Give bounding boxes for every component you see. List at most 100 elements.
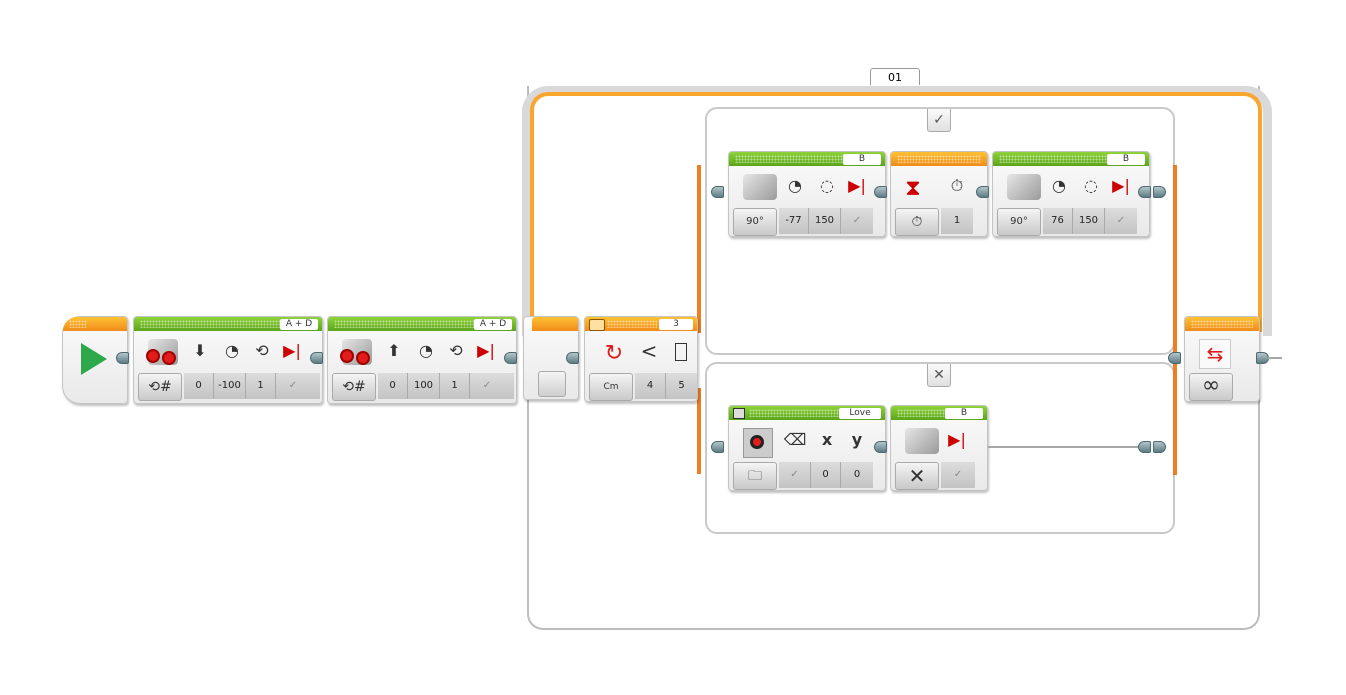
- param-row: ✓: [941, 462, 975, 488]
- brake-icon: ▶|: [477, 341, 495, 360]
- brake-icon: ▶|: [283, 341, 301, 360]
- mode-selector[interactable]: Cm: [589, 373, 633, 401]
- mode-selector[interactable]: ⏱: [895, 208, 939, 236]
- param-row: 0 100 1 ✓: [378, 373, 514, 399]
- param-row: ✓ 0 0: [779, 462, 873, 488]
- image-name-label[interactable]: Love: [839, 408, 881, 419]
- power-gauge-icon: ◔: [1052, 176, 1066, 195]
- off-mode-icon[interactable]: ✕: [895, 462, 939, 490]
- loop-end-block[interactable]: ⇆ ∞: [1184, 316, 1260, 402]
- switch-view-toggle-icon[interactable]: [589, 319, 605, 331]
- ultrasonic-sensor-compare-icon: ↻: [604, 341, 624, 366]
- eraser-icon: ⌫: [783, 430, 807, 449]
- degrees-icon: ◌: [1084, 176, 1098, 195]
- param-row: 0 -100 1 ✓: [184, 373, 320, 399]
- switch-block[interactable]: 3 ↻ < Cm 4 5: [584, 316, 698, 402]
- infinity-icon[interactable]: ∞: [1189, 373, 1233, 401]
- medium-motor-icon: [1007, 174, 1041, 200]
- mode-selector[interactable]: 90°: [997, 208, 1041, 236]
- steering-param[interactable]: 0: [378, 373, 408, 399]
- rotations-param[interactable]: 1: [440, 373, 470, 399]
- steering-param[interactable]: 0: [184, 373, 214, 399]
- brake-param[interactable]: ✓: [482, 380, 492, 391]
- mode-selector[interactable]: ⟲#: [332, 373, 376, 401]
- loop-counter-label[interactable]: 01: [870, 68, 920, 85]
- mode-selector[interactable]: ⟲#: [138, 373, 182, 401]
- param-row: 1: [941, 208, 973, 234]
- power-gauge-icon: ◔: [419, 341, 433, 360]
- y-coord-label: y: [851, 430, 863, 449]
- param-row: 4 5: [635, 373, 697, 399]
- brake-param[interactable]: ✓: [852, 215, 862, 226]
- medium-motor-off-block[interactable]: B ▶| ✕ ✓: [890, 405, 988, 491]
- x-param[interactable]: 0: [811, 462, 841, 488]
- port-label[interactable]: 3: [659, 319, 693, 330]
- degrees-param[interactable]: 150: [1073, 208, 1105, 234]
- clear-screen-param[interactable]: ✓: [779, 462, 811, 488]
- large-motor-icon: [146, 339, 178, 365]
- degrees-param[interactable]: 150: [809, 208, 841, 234]
- compare-symbol: <: [640, 339, 658, 363]
- display-block[interactable]: Love ⌫ x y 🗀 ✓ 0 0: [728, 405, 886, 491]
- switch-left-rail-top: [697, 165, 701, 333]
- compare-type-param[interactable]: 4: [635, 373, 666, 399]
- large-motor-icon: [340, 339, 372, 365]
- medium-motor-icon: [743, 174, 777, 200]
- port-label[interactable]: A + D: [280, 319, 318, 330]
- sequence-plug: [1153, 441, 1166, 453]
- sequence-plug: [310, 352, 323, 364]
- port-label[interactable]: B: [1107, 154, 1145, 165]
- case-true-tab[interactable]: ✓: [927, 109, 951, 132]
- brake-param[interactable]: ✓: [1116, 215, 1126, 226]
- power-param[interactable]: -100: [214, 373, 246, 399]
- mode-selector[interactable]: 90°: [733, 208, 777, 236]
- sequence-wire: [1268, 357, 1282, 359]
- brake-icon: ▶|: [948, 430, 966, 449]
- switch-left-rail-bottom: [697, 388, 701, 474]
- play-icon[interactable]: [81, 343, 107, 375]
- power-gauge-icon: ◔: [788, 176, 802, 195]
- move-tank-block-1[interactable]: A + D ⬇ ◔ ⟲ ▶| ⟲# 0 -100 1 ✓: [133, 316, 323, 404]
- threshold-icon: [675, 343, 687, 361]
- sequence-plug: [1138, 186, 1151, 198]
- start-block[interactable]: [62, 316, 128, 404]
- sequence-plug: [504, 352, 517, 364]
- sequence-plug: [566, 352, 579, 364]
- power-param[interactable]: 100: [408, 373, 440, 399]
- sequence-plug: [711, 186, 724, 198]
- param-row: 76 150 ✓: [1043, 208, 1137, 234]
- power-param[interactable]: 76: [1043, 208, 1073, 234]
- param-row: -77 150 ✓: [779, 208, 873, 234]
- sequence-plug: [874, 186, 887, 198]
- power-gauge-icon: ◔: [225, 341, 239, 360]
- brake-icon: ▶|: [1112, 176, 1130, 195]
- sequence-plug: [1138, 441, 1151, 453]
- y-param[interactable]: 0: [853, 469, 861, 480]
- medium-motor-block-1[interactable]: B ◔ ◌ ▶| 90° -77 150 ✓: [728, 151, 886, 237]
- wait-block[interactable]: ⧗ ⏱ ⏱ 1: [890, 151, 988, 237]
- medium-motor-block-2[interactable]: B ◔ ◌ ▶| 90° 76 150 ✓: [992, 151, 1150, 237]
- port-label[interactable]: B: [945, 408, 983, 419]
- medium-motor-icon: [905, 428, 939, 454]
- power-param[interactable]: -77: [779, 208, 809, 234]
- folder-icon[interactable]: 🗀: [733, 462, 777, 490]
- loop-interrupt-tab[interactable]: [538, 371, 566, 397]
- port-label[interactable]: B: [843, 154, 881, 165]
- display-image-icon: [743, 428, 773, 458]
- steering-up-arrow-icon: ⬆: [387, 341, 401, 360]
- brake-param[interactable]: ✓: [953, 469, 963, 480]
- port-label[interactable]: A + D: [474, 319, 512, 330]
- loop-arrows-icon: ⇆: [1199, 339, 1231, 369]
- degrees-icon: ◌: [820, 176, 834, 195]
- threshold-param[interactable]: 5: [678, 380, 685, 391]
- sequence-plug: [976, 186, 989, 198]
- rotations-param[interactable]: 1: [246, 373, 276, 399]
- seconds-param[interactable]: 1: [953, 215, 961, 226]
- display-preview-icon[interactable]: [733, 408, 745, 419]
- brake-param[interactable]: ✓: [288, 380, 298, 391]
- sequence-plug: [116, 352, 129, 364]
- steering-down-arrow-icon: ⬇: [193, 341, 207, 360]
- case-false-tab[interactable]: ✕: [927, 364, 951, 387]
- move-tank-block-2[interactable]: A + D ⬆ ◔ ⟲ ▶| ⟲# 0 100 1 ✓: [327, 316, 517, 404]
- sequence-plug: [1153, 186, 1166, 198]
